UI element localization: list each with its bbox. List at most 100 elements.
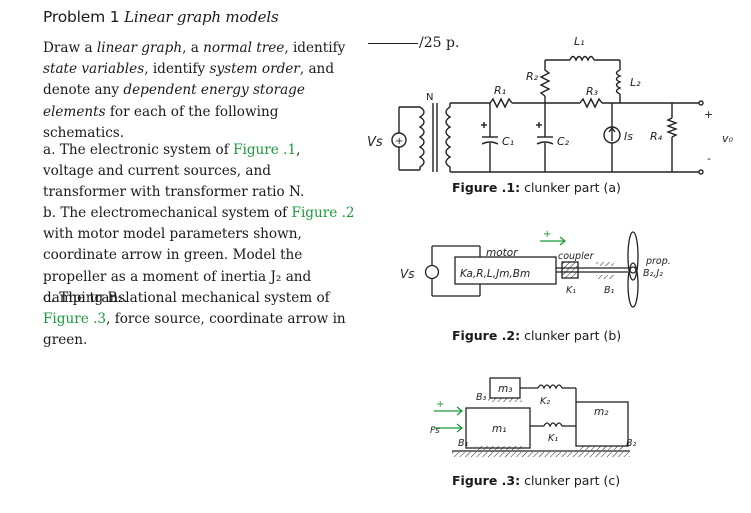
item-a: a. The electronic system of Figure .1, v… <box>43 140 355 204</box>
capacitor-c2-plate <box>536 141 554 145</box>
figure-1-circuit <box>391 55 704 175</box>
primary-coil <box>418 106 425 170</box>
figure-link-1[interactable]: Figure .1 <box>233 142 297 158</box>
force-arrow-fs <box>434 423 464 433</box>
label-r1: R₁ <box>494 84 506 97</box>
label-n: N <box>426 92 433 103</box>
inductor-l1 <box>569 55 595 62</box>
label-r4: R₄ <box>650 130 663 143</box>
label-is: Is <box>624 130 633 143</box>
label-k1: K₁ <box>548 433 558 444</box>
intro-paragraph: Draw a linear graph, a normal tree, iden… <box>43 38 355 144</box>
label-b1: B₁ <box>458 438 469 449</box>
label-vs: Vs <box>400 267 414 281</box>
label-vo: v₀ <box>722 132 734 145</box>
propeller-hub <box>629 266 637 274</box>
label-motor: motor <box>486 247 518 259</box>
label-r2: R₂ <box>526 70 539 83</box>
motor-box <box>454 256 557 285</box>
resistor-r3 <box>579 97 603 109</box>
coordinate-plus-fig2: + <box>543 229 551 240</box>
item-b-text: b. The electromechanical system of <box>43 205 292 221</box>
item-b-text: with motor model parameters shown, coord… <box>43 226 312 306</box>
current-source-arrow <box>608 126 616 133</box>
label-c1: C₁ <box>502 135 514 148</box>
coordinate-arrow-fig3 <box>434 406 464 416</box>
inductor-l2 <box>615 69 622 95</box>
output-terminal <box>698 169 704 175</box>
label-coupler: coupler <box>558 251 595 262</box>
resistor-r4 <box>666 117 678 138</box>
intro-text: , identify <box>144 61 210 78</box>
figure-1-caption: Figure .1: clunker part (a) <box>452 180 621 195</box>
figure-3-number: Figure .3: <box>452 473 521 488</box>
intro-term: normal tree <box>203 40 285 56</box>
intro-text: Draw a <box>43 40 97 56</box>
label-k1: K₁ <box>566 285 576 296</box>
problem-heading: Problem 1 Linear graph models <box>43 8 279 26</box>
coupler-spring <box>561 261 579 279</box>
intro-term: dependent energy storage elements <box>43 82 305 120</box>
item-b: b. The electromechanical system of Figur… <box>43 203 355 309</box>
score-field: /25 p. <box>368 35 459 51</box>
item-c-text: , force source, coordinate arrow in gree… <box>43 311 346 349</box>
label-k2: K₂ <box>540 396 550 407</box>
damper-b1 <box>596 262 614 266</box>
label-l2: L₂ <box>630 76 641 89</box>
label-m1: m₁ <box>492 423 506 435</box>
figure-link-2[interactable]: Figure .2 <box>291 205 355 221</box>
figure-3-caption-text: clunker part (c) <box>520 473 621 488</box>
intro-term: linear graph <box>96 40 183 56</box>
intro-text: , identify <box>284 40 346 56</box>
intro-text: , and denote any <box>43 61 335 99</box>
item-c-text: c. The translational mechanical system o… <box>43 290 330 306</box>
resistor-r2 <box>539 60 551 97</box>
score-blank <box>368 42 418 44</box>
coordinate-plus-fig3: + <box>436 399 444 410</box>
capacitor-c1-plate <box>481 141 499 145</box>
figure-2-caption-text: clunker part (b) <box>520 328 622 343</box>
spring-k1 <box>543 422 563 428</box>
problem-label: Problem 1 <box>43 8 120 26</box>
item-a-text: , voltage and current sources, and trans… <box>43 142 305 201</box>
label-c2: C₂ <box>557 135 570 148</box>
ground-hatch <box>452 452 630 457</box>
output-terminal <box>698 100 704 106</box>
item-a-text: a. The electronic system of <box>43 142 234 158</box>
figure-1-caption-text: clunker part (a) <box>520 180 621 195</box>
figure-1-labels: Vs + N R₁ R₂ R₃ L₁ L₂ C₁ C₂ Is R₄ v₀ + - <box>367 35 734 165</box>
figure-2-number: Figure .2: <box>452 328 521 343</box>
label-prop: prop. <box>645 256 671 267</box>
damper-b1 <box>596 275 614 279</box>
label-r3: R₃ <box>586 85 599 98</box>
voltage-source-icon <box>424 264 440 280</box>
figure-2-caption: Figure .2: clunker part (b) <box>452 328 621 343</box>
figure-2-motor <box>424 231 639 308</box>
propeller-blade <box>627 262 639 308</box>
label-prop-params: B₂,J₂ <box>643 268 663 279</box>
figure-2-labels: Vs motor Ka,R,L,Jm,Bm coupler K₁ B₁ prop… <box>400 247 671 296</box>
resistor-r1 <box>489 97 513 109</box>
source-polarity: + <box>395 136 403 147</box>
label-fs: Fs <box>430 426 440 436</box>
intro-term: state variables <box>43 61 145 78</box>
secondary-coil <box>445 106 452 170</box>
figure-3-labels: Fs m₃ B₃ m₁ m₂ K₂ K₁ B₁ B₂ <box>430 383 637 449</box>
damper-b2 <box>580 446 624 450</box>
damper-b3 <box>488 398 522 402</box>
intro-term: system order <box>209 61 300 78</box>
item-c: c. The translational mechanical system o… <box>43 288 355 352</box>
figure-1-number: Figure .1: <box>452 180 521 195</box>
figure-link-3[interactable]: Figure .3 <box>43 311 107 328</box>
label-m2: m₂ <box>594 406 609 418</box>
intro-text: , a <box>182 40 204 56</box>
label-b1: B₁ <box>604 285 615 296</box>
figure-3-caption: Figure .3: clunker part (c) <box>452 473 620 488</box>
label-plus: + <box>704 108 713 121</box>
score-text: /25 p. <box>419 35 460 51</box>
coordinate-arrow-fig2 <box>540 236 567 246</box>
problem-title: Linear graph models <box>124 8 279 26</box>
label-b3: B₃ <box>476 392 487 403</box>
label-vs: Vs <box>367 135 383 150</box>
